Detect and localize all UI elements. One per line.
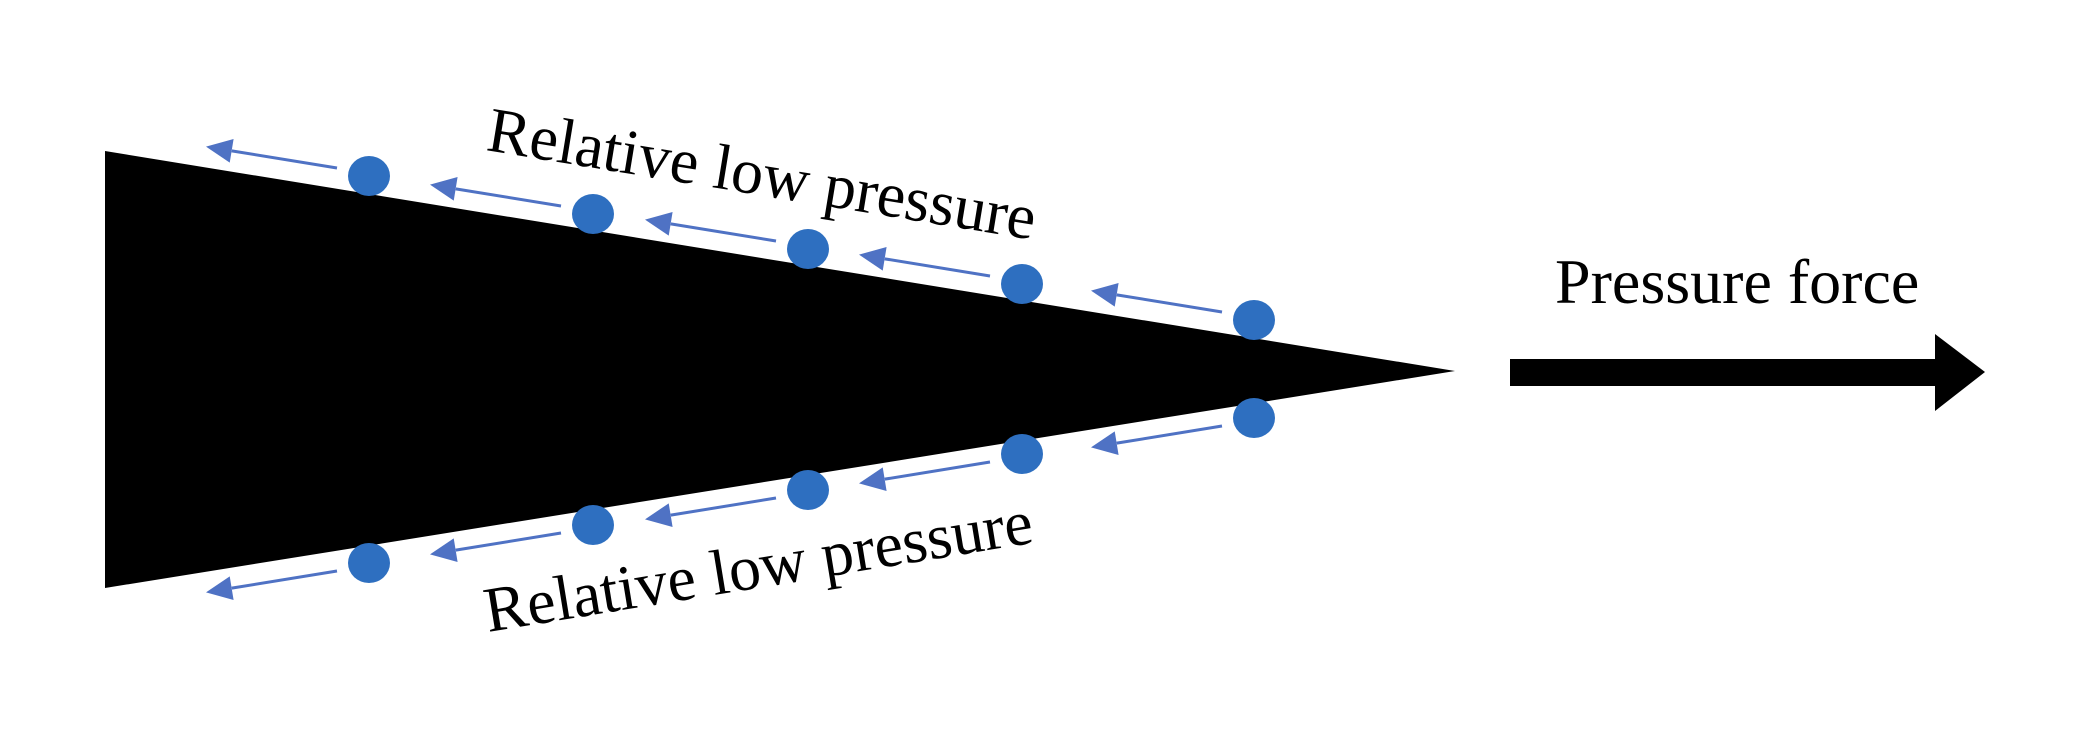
flow-arrow-line — [231, 149, 338, 170]
flow-arrow-line — [455, 187, 562, 208]
top-flow-arrows — [206, 138, 1223, 314]
top-particle — [572, 194, 614, 234]
top-particle — [787, 229, 829, 269]
flow-arrow-head — [1091, 431, 1119, 456]
bottom-particle — [1233, 398, 1275, 438]
flow-arrow-head — [859, 246, 887, 271]
flow-arrow-head — [645, 503, 673, 528]
flow-arrow-head — [430, 538, 458, 563]
bottom-particle — [348, 543, 390, 583]
flow-arrow-line — [884, 460, 991, 481]
pressure-force-label: Pressure force — [1555, 246, 1919, 317]
flow-arrow-line — [1116, 293, 1223, 314]
flow-arrow-head — [859, 467, 887, 492]
flow-arrow-head — [645, 211, 673, 236]
bottom-particle — [572, 505, 614, 545]
bottom-particle — [787, 470, 829, 510]
flow-arrow-head — [1091, 282, 1119, 307]
pressure-force-arrow-shaft — [1510, 359, 1940, 386]
bottom-flow-arrows — [206, 424, 1223, 601]
top-particle — [348, 156, 390, 196]
wedge-body — [105, 151, 1455, 588]
pressure-force-arrow-head — [1935, 334, 1985, 411]
top-particle — [1001, 264, 1043, 304]
flow-arrow-line — [884, 257, 991, 278]
flow-arrow-line — [1116, 424, 1223, 445]
flow-arrow-line — [231, 569, 338, 590]
flow-arrow-line — [670, 496, 777, 517]
flow-arrow-head — [206, 138, 234, 163]
top-particle — [1233, 300, 1275, 340]
flow-arrow-line — [670, 222, 777, 243]
flow-arrow-head — [430, 176, 458, 201]
bottom-particles — [348, 398, 1275, 583]
top-particles — [348, 156, 1275, 340]
flow-arrow-line — [455, 531, 562, 552]
bottom-particle — [1001, 434, 1043, 474]
flow-arrow-head — [206, 576, 234, 601]
pressure-force-arrow — [1510, 334, 1985, 411]
